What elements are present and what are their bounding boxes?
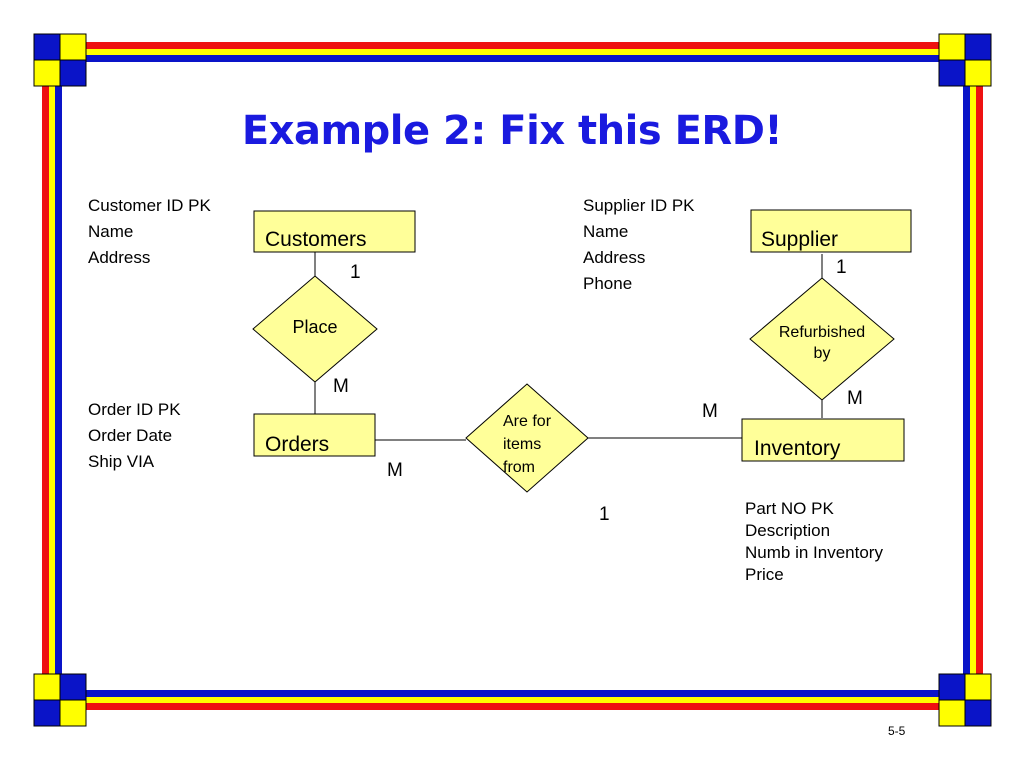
- attribute-order-id: Order ID PK: [88, 400, 181, 419]
- border-bottom-blue: [85, 690, 940, 697]
- inventory-attributes: Part NO PK Description Numb in Inventory…: [745, 498, 883, 586]
- border-top-blue: [85, 55, 940, 62]
- corner-block-top-right: [938, 33, 992, 87]
- border-left-red: [42, 85, 49, 675]
- refurbished-line-2: by: [813, 345, 831, 362]
- cardinality-place-orders: M: [333, 376, 349, 397]
- border-bottom-yellow: [85, 697, 940, 703]
- orders-attributes: Order ID PK Order Date Ship VIA: [88, 397, 181, 475]
- attribute-order-date: Order Date: [88, 426, 173, 445]
- slide-border: [33, 33, 992, 727]
- entity-orders-box: [253, 413, 376, 457]
- attribute-part-no: Part NO PK: [745, 499, 834, 518]
- relationship-refurbished-label: Refurbished by: [762, 322, 882, 364]
- supplier-attributes: Supplier ID PK Name Address Phone: [583, 193, 695, 297]
- entity-customers-box: [253, 210, 416, 253]
- border-bottom-red: [85, 703, 940, 710]
- attribute-supplier-id: Supplier ID PK: [583, 196, 695, 215]
- arefor-line-2: items: [503, 436, 542, 453]
- entity-customers-label: Customers: [265, 228, 367, 251]
- attribute-supplier-phone: Phone: [583, 274, 633, 293]
- relationship-place-label: Place: [292, 317, 338, 337]
- border-top-red: [85, 42, 940, 49]
- cardinality-arefor-one: 1: [599, 504, 610, 525]
- cardinality-refurb-inventory: M: [847, 388, 863, 409]
- cardinality-arefor-inventory: M: [702, 401, 718, 422]
- slide-title: Example 2: Fix this ERD!: [241, 108, 783, 154]
- border-right-blue: [963, 85, 970, 675]
- customers-attributes: Customer ID PK Name Address: [88, 193, 211, 271]
- border-left-blue: [55, 85, 62, 675]
- attribute-customer-name: Name: [88, 222, 134, 241]
- relationship-arefor-label: Are for items from: [503, 410, 551, 479]
- border-right-yellow: [970, 85, 976, 675]
- entity-supplier-box: [750, 209, 912, 253]
- arefor-line-1: Are for: [503, 413, 552, 430]
- attribute-supplier-address: Address: [583, 248, 646, 267]
- attribute-ship-via: Ship VIA: [88, 452, 155, 471]
- attribute-description: Description: [745, 521, 831, 540]
- attribute-customer-id: Customer ID PK: [88, 196, 211, 215]
- erd-connectors: [314, 252, 823, 441]
- relationship-refurbished-diamond: [749, 277, 895, 401]
- corner-block-bottom-left: [33, 673, 87, 727]
- entity-inventory-box: [741, 418, 905, 462]
- cardinality-supplier-refurb: 1: [836, 257, 847, 278]
- refurbished-line-1: Refurbished: [778, 324, 866, 341]
- attribute-supplier-name: Name: [583, 222, 629, 241]
- slide-number: 5-5: [888, 724, 906, 738]
- corner-block-bottom-right: [938, 673, 992, 727]
- entity-orders-label: Orders: [265, 433, 330, 456]
- cardinality-orders-arefor: M: [387, 460, 403, 481]
- corner-block-top-left: [33, 33, 87, 87]
- attribute-price: Price: [745, 565, 784, 584]
- entity-inventory-label: Inventory: [754, 437, 841, 460]
- arefor-line-3: from: [503, 459, 535, 476]
- entity-supplier-label: Supplier: [761, 228, 839, 251]
- cardinality-customers-place: 1: [350, 262, 361, 283]
- relationship-place-diamond: [252, 275, 378, 383]
- attribute-numb-in-inventory: Numb in Inventory: [745, 543, 883, 562]
- border-top-yellow: [85, 49, 940, 55]
- attribute-customer-address: Address: [88, 248, 151, 267]
- relationship-arefor-diamond: [465, 383, 589, 493]
- border-left-yellow: [49, 85, 55, 675]
- border-right-red: [976, 85, 983, 675]
